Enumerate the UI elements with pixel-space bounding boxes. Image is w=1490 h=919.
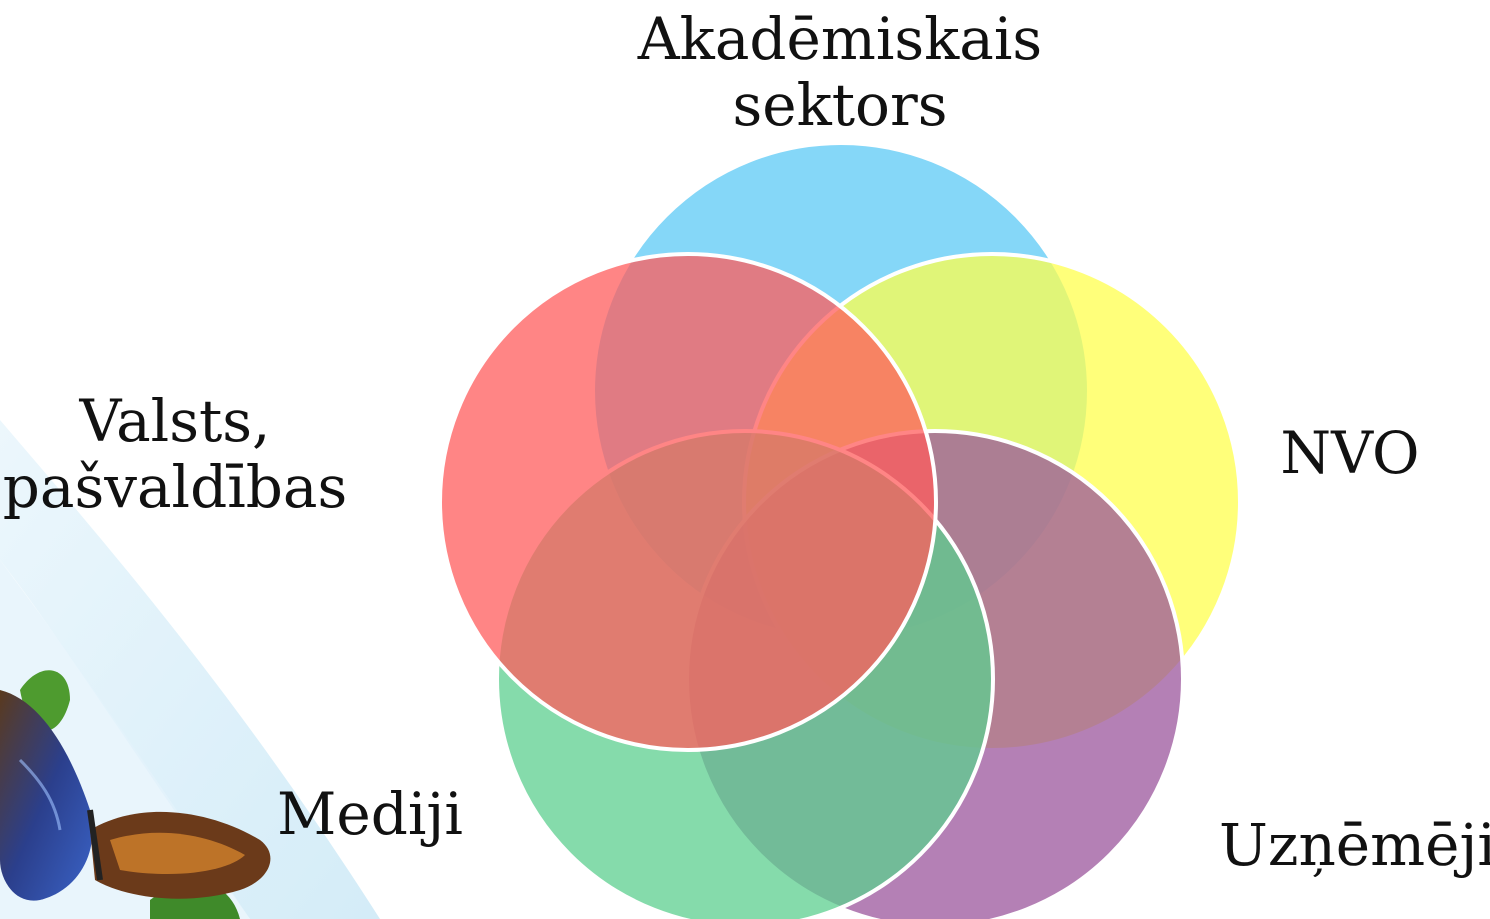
circle-state [438, 252, 938, 752]
label-business: Uzņēmēji [1219, 811, 1490, 879]
butterfly-icon [0, 690, 271, 901]
label-ngo: NVO [1280, 419, 1420, 487]
label-media: Mediji [277, 780, 463, 848]
label-state-municipalities: Valsts, pašvaldības [2, 387, 348, 521]
label-academic-sector: Akadēmiskais sektors [637, 5, 1043, 139]
